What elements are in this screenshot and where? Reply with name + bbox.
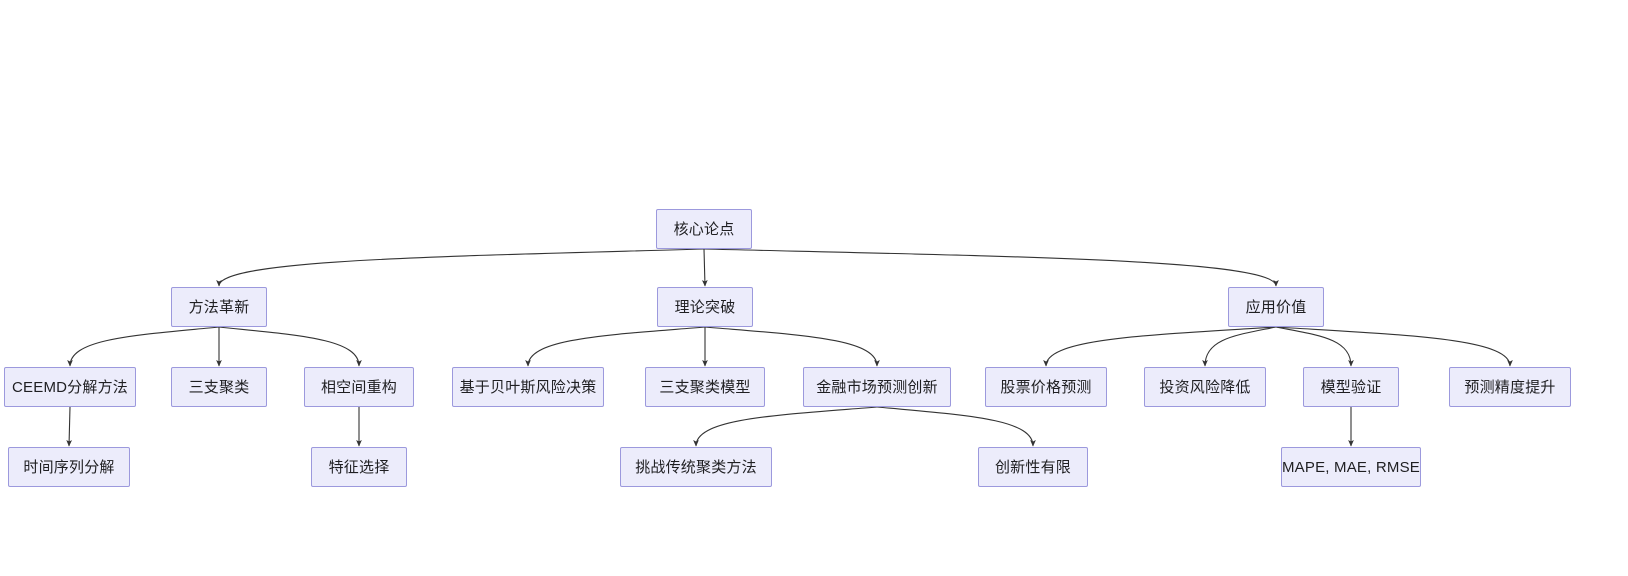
node-label: 预测精度提升	[1464, 378, 1556, 396]
edge-m3-to-c7	[1043, 326, 1277, 367]
node-c10[interactable]: 预测精度提升	[1449, 367, 1571, 407]
edge-m1-to-c3	[218, 326, 362, 367]
edge-c1-to-g1	[66, 406, 73, 447]
node-c3[interactable]: 相空间重构	[304, 367, 414, 407]
node-g1[interactable]: 时间序列分解	[8, 447, 130, 487]
node-c5[interactable]: 三支聚类模型	[645, 367, 765, 407]
edge-c6-to-g3	[693, 406, 878, 447]
node-c2[interactable]: 三支聚类	[171, 367, 267, 407]
edge-m3-to-c9	[1275, 326, 1354, 367]
node-label: 股票价格预测	[1000, 378, 1092, 396]
node-label: 时间序列分解	[23, 458, 115, 476]
node-c1[interactable]: CEEMD分解方法	[4, 367, 136, 407]
node-c8[interactable]: 投资风险降低	[1144, 367, 1266, 407]
node-label: 特征选择	[328, 458, 390, 476]
node-label: 相空间重构	[320, 378, 397, 396]
node-g3[interactable]: 挑战传统聚类方法	[620, 447, 772, 487]
node-label: 核心论点	[673, 220, 735, 238]
edge-m2-to-c4	[525, 326, 706, 367]
node-label: 基于贝叶斯风险决策	[459, 378, 597, 396]
node-label: 投资风险降低	[1159, 378, 1251, 396]
edge-paths	[66, 248, 1513, 447]
node-label: CEEMD分解方法	[12, 378, 128, 396]
node-g4[interactable]: 创新性有限	[978, 447, 1088, 487]
edge-root-to-m1	[216, 248, 705, 287]
node-m3[interactable]: 应用价值	[1228, 287, 1324, 327]
edge-m2-to-c6	[704, 326, 880, 367]
edge-c6-to-g4	[876, 406, 1036, 447]
node-label: MAPE, MAE, RMSE	[1281, 458, 1421, 476]
edge-m1-to-c1	[67, 326, 220, 367]
node-label: 应用价值	[1245, 298, 1307, 316]
node-c7[interactable]: 股票价格预测	[985, 367, 1107, 407]
edge-m3-to-c10	[1275, 326, 1513, 367]
node-label: 金融市场预测创新	[816, 378, 938, 396]
node-m2[interactable]: 理论突破	[657, 287, 753, 327]
node-g5[interactable]: MAPE, MAE, RMSE	[1281, 447, 1421, 487]
node-label: 创新性有限	[994, 458, 1071, 476]
edge-m3-to-c8	[1202, 326, 1277, 367]
node-label: 方法革新	[188, 298, 250, 316]
node-c6[interactable]: 金融市场预测创新	[803, 367, 951, 407]
node-label: 模型验证	[1320, 378, 1382, 396]
node-g2[interactable]: 特征选择	[311, 447, 407, 487]
node-c4[interactable]: 基于贝叶斯风险决策	[452, 367, 604, 407]
node-label: 挑战传统聚类方法	[635, 458, 757, 476]
node-label: 三支聚类	[188, 378, 250, 396]
edge-root-to-m3	[703, 248, 1279, 287]
node-m1[interactable]: 方法革新	[171, 287, 267, 327]
node-root[interactable]: 核心论点	[656, 209, 752, 249]
node-label: 三支聚类模型	[659, 378, 751, 396]
edge-root-to-m2	[701, 248, 708, 287]
node-c9[interactable]: 模型验证	[1303, 367, 1399, 407]
node-label: 理论突破	[674, 298, 736, 316]
